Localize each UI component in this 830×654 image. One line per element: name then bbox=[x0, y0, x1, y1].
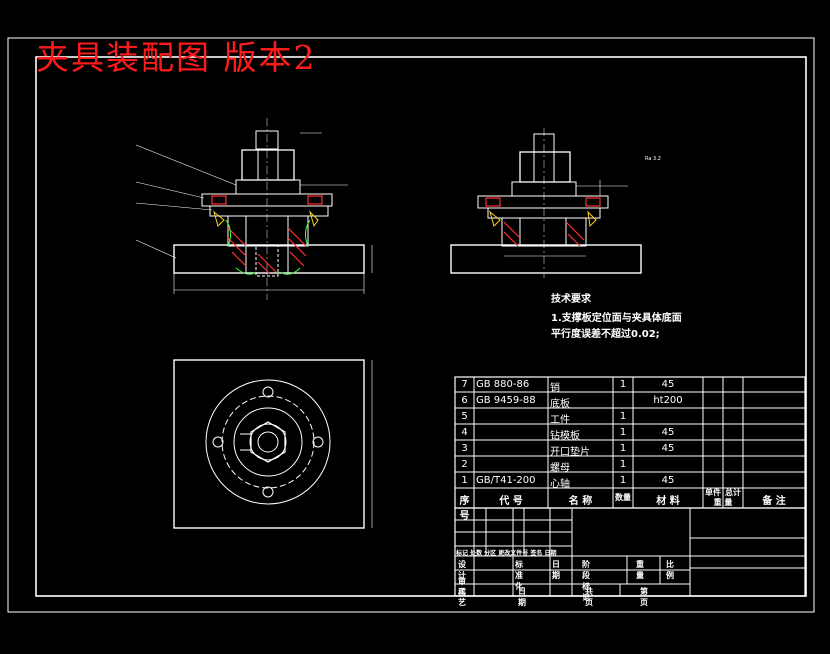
tb-date: 日期 bbox=[552, 560, 560, 580]
bom-cell-qty: 1 bbox=[619, 427, 627, 438]
header-material: 材 料 bbox=[656, 496, 680, 507]
tb-review: 审核 bbox=[458, 577, 466, 597]
drawing-title: 夹具装配图 版本2 bbox=[36, 38, 317, 77]
tb-stage: 阶段标记 bbox=[582, 560, 590, 602]
side-view bbox=[450, 128, 642, 278]
tech-requirements-line-2: 平行度误差不超过0.02; bbox=[551, 329, 660, 340]
tb-sheet-total: 共 页 bbox=[585, 587, 593, 607]
bom-grid bbox=[454, 376, 806, 509]
annotation-mark: Ra 3.2 bbox=[645, 156, 661, 162]
bom-header: 序号 代 号 名 称 数量 材 料 单件 总计 重 量 备 注 bbox=[455, 488, 805, 522]
bom-cell-material: 45 bbox=[661, 427, 675, 438]
tb-weight: 重量 bbox=[636, 560, 644, 580]
tb-scale: 比例 bbox=[666, 560, 674, 580]
title-block-grid bbox=[454, 507, 806, 597]
header-name: 名 称 bbox=[568, 496, 593, 507]
bom-cell-qty: 1 bbox=[619, 475, 627, 486]
bom-cell-no: 1 bbox=[461, 475, 468, 486]
bom-cell-name: 开口垫片 bbox=[550, 447, 590, 458]
bom-cell-no: 3 bbox=[461, 443, 468, 454]
tb-sheet-no: 第 页 bbox=[640, 587, 648, 607]
bom-cell-material: 45 bbox=[661, 443, 675, 454]
front-view-green bbox=[225, 219, 311, 275]
bom-cell-name: 底板 bbox=[550, 399, 570, 410]
bom-cell-qty: 1 bbox=[619, 379, 627, 390]
header-unit-weight: 单件 bbox=[705, 488, 721, 497]
bom-cell-qty: 1 bbox=[619, 459, 627, 470]
outer-border bbox=[7, 37, 815, 613]
bom-cell-name: 心轴 bbox=[550, 479, 570, 490]
inner-frame bbox=[35, 56, 807, 597]
bom-cell-material: 45 bbox=[661, 475, 675, 486]
header-weight: 重 量 bbox=[713, 498, 733, 507]
header-qty: 数量 bbox=[615, 493, 631, 502]
header-no: 序号 bbox=[459, 496, 470, 522]
bom-cell-name: 螺母 bbox=[550, 463, 570, 474]
front-view-hatching bbox=[211, 195, 323, 275]
bom-cell-no: 4 bbox=[461, 427, 468, 438]
top-view bbox=[173, 359, 373, 529]
front-section-view bbox=[135, 118, 373, 300]
side-view-yellow bbox=[489, 210, 597, 228]
bom-cell-code: GB/T41-200 bbox=[476, 475, 536, 486]
bom-cell-no: 2 bbox=[461, 459, 468, 470]
header-total-weight: 总计 bbox=[725, 488, 741, 497]
bom-cell-no: 7 bbox=[461, 379, 468, 390]
bom-cell-no: 5 bbox=[461, 411, 468, 422]
tb-date-2: 日期 bbox=[518, 587, 526, 607]
bom-cell-no: 6 bbox=[461, 395, 468, 406]
bom-cell-material: 45 bbox=[661, 379, 675, 390]
bom-cell-name: 工件 bbox=[550, 415, 570, 426]
tb-std: 标准化 bbox=[515, 560, 523, 591]
tech-requirements-heading: 技术要求 bbox=[551, 294, 591, 305]
tb-process: 工艺 bbox=[458, 587, 466, 607]
bom-cell-code: GB 880-86 bbox=[476, 379, 530, 390]
side-view-hatching bbox=[485, 197, 601, 247]
tb-marks: 标记 处数 分区 更改文件号 签名 日期 bbox=[456, 550, 557, 557]
bom-cell-qty: 1 bbox=[619, 443, 627, 454]
bom-cell-material: ht200 bbox=[653, 395, 683, 406]
header-code: 代 号 bbox=[499, 496, 523, 507]
tb-design: 设计 bbox=[458, 560, 466, 580]
bom-cell-qty: 1 bbox=[619, 411, 627, 422]
bom-cell-name: 销 bbox=[550, 383, 560, 394]
bom-cell-name: 钻模板 bbox=[550, 431, 580, 442]
tech-requirements-line-1: 1.支撑板定位面与夹具体底面 bbox=[551, 313, 682, 324]
bom-cell-code: GB 9459-88 bbox=[476, 395, 536, 406]
front-view-yellow bbox=[213, 210, 319, 228]
header-remark: 备 注 bbox=[762, 496, 786, 507]
